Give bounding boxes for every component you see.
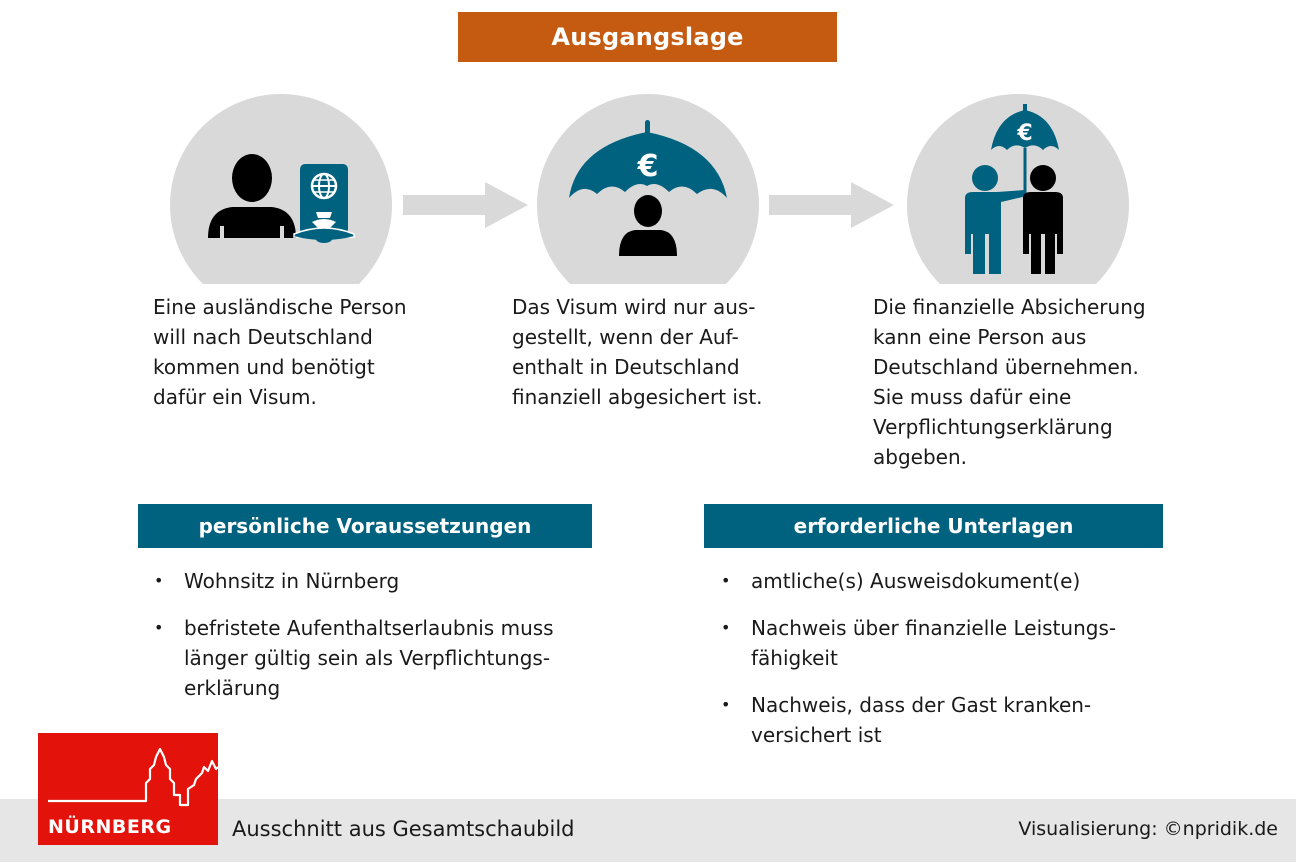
list-item: • Wohnsitz in Nürnberg — [152, 566, 602, 596]
bullet-icon: • — [721, 571, 731, 590]
text-line: Deutschland übernehmen. — [873, 355, 1139, 379]
bullet-icon: • — [154, 618, 164, 637]
euro-icon: € — [1016, 121, 1032, 146]
arrow-right-icon — [769, 182, 894, 228]
text-line: fähigkeit — [751, 646, 838, 670]
person-holding-euro-umbrella-over-guest-icon: € — [965, 104, 1063, 274]
guest-person-icon — [1023, 165, 1063, 274]
section-title: erforderliche Unterlagen — [793, 514, 1074, 538]
text-line: finanziell abgesichert ist. — [512, 385, 763, 409]
text-line: kommen und benötigt — [153, 355, 375, 379]
bullet-icon: • — [721, 695, 731, 714]
required-documents-list: • amtliche(s) Ausweisdokument(e) • Nachw… — [719, 566, 1169, 767]
text-line: Sie muss dafür eine — [873, 385, 1072, 409]
helper-person-icon — [965, 165, 1027, 274]
text-line: enthalt in Deutschland — [512, 355, 740, 379]
text-line: abgeben. — [873, 445, 967, 469]
step-2-illustration: € — [537, 94, 759, 284]
page-title: Ausgangslage — [551, 23, 744, 51]
text-line: Verpflichtungserklärung — [873, 415, 1113, 439]
text-line: Das Visum wird nur aus- — [512, 295, 756, 319]
text-line: Nachweis, dass der Gast kranken- — [751, 693, 1092, 717]
text-line: dafür ein Visum. — [153, 385, 317, 409]
umbrella-icon: € — [991, 104, 1059, 194]
text-line: will nach Deutschland — [153, 325, 373, 349]
footer-credit: Visualisierung: ©npridik.de — [1018, 818, 1278, 840]
section-header-personal-requirements: persönliche Voraussetzungen — [138, 504, 592, 548]
circle-background — [170, 94, 392, 284]
text-line: amtliche(s) Ausweisdokument(e) — [751, 569, 1081, 593]
section-header-required-documents: erforderliche Unterlagen — [704, 504, 1163, 548]
step-3-description: Die finanzielle Absicherung kann eine Pe… — [873, 292, 1146, 472]
text-line: Die finanzielle Absicherung — [873, 295, 1146, 319]
text-line: Wohnsitz in Nürnberg — [184, 569, 400, 593]
city-skyline-icon — [48, 747, 218, 807]
text-line: Nachweis über finanzielle Leistungs- — [751, 616, 1117, 640]
euro-umbrella-over-person-icon: € — [569, 120, 727, 256]
text-line: erklärung — [184, 676, 281, 700]
person-icon — [208, 154, 296, 238]
logo-text: NÜRNBERG — [48, 816, 172, 838]
footer-caption: Ausschnitt aus Gesamtschaubild — [232, 817, 575, 841]
nuernberg-logo: NÜRNBERG — [38, 733, 218, 845]
passport-icon — [293, 164, 355, 243]
list-item: • Nachweis über finanzielle Leistungs- f… — [719, 613, 1169, 673]
list-item: • Nachweis, dass der Gast kranken- versi… — [719, 690, 1169, 750]
text-line: versichert ist — [751, 723, 882, 747]
euro-icon: € — [637, 149, 659, 184]
umbrella-icon: € — [569, 120, 727, 198]
step-3-illustration: € — [907, 94, 1129, 284]
person-icon — [619, 195, 677, 256]
step-1-description: Eine ausländische Person will nach Deuts… — [153, 292, 407, 412]
text-line: kann eine Person aus — [873, 325, 1087, 349]
bullet-icon: • — [154, 571, 164, 590]
person-with-passport-icon — [208, 154, 355, 243]
arrow-right-icon — [403, 182, 528, 228]
title-banner: Ausgangslage — [458, 12, 837, 62]
step-1-illustration — [170, 94, 392, 284]
personal-requirements-list: • Wohnsitz in Nürnberg • befristete Aufe… — [152, 566, 602, 720]
step-2-description: Das Visum wird nur aus- gestellt, wenn d… — [512, 292, 763, 412]
text-line: gestellt, wenn der Auf- — [512, 325, 739, 349]
text-line: befristete Aufenthaltserlaubnis muss — [184, 616, 554, 640]
bullet-icon: • — [721, 618, 731, 637]
list-item: • befristete Aufenthaltserlaubnis muss l… — [152, 613, 602, 703]
text-line: Eine ausländische Person — [153, 295, 407, 319]
list-item: • amtliche(s) Ausweisdokument(e) — [719, 566, 1169, 596]
text-line: länger gültig sein als Verpflichtungs- — [184, 646, 551, 670]
section-title: persönliche Voraussetzungen — [198, 514, 532, 538]
